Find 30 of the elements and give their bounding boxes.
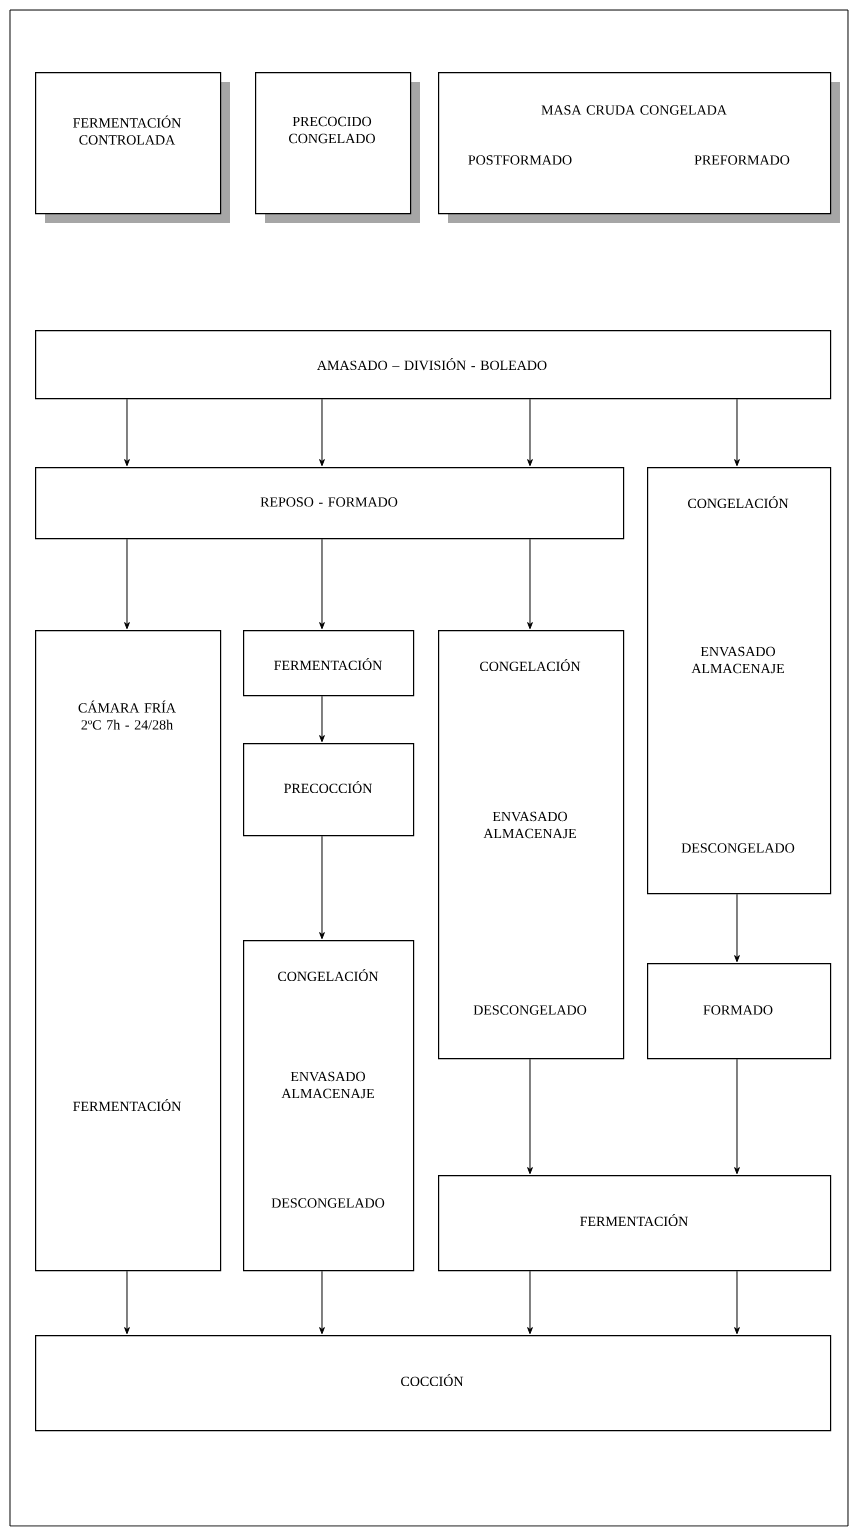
process-box: PRECOCCIÓN	[243, 743, 415, 837]
arrow	[527, 538, 533, 630]
arrow	[319, 1270, 325, 1335]
arrow	[734, 398, 740, 467]
arrow	[734, 893, 740, 963]
process-box: FERMENTACIÓN	[438, 1175, 832, 1272]
arrow	[319, 835, 325, 940]
arrow	[124, 538, 130, 630]
arrow	[527, 398, 533, 467]
process-box: CONGELACIÓN ENVASADO ALMACENAJE DESCONGELADO	[647, 467, 832, 895]
process-box: PRECOCIDO CONGELADO	[255, 72, 420, 223]
process-box: MASA CRUDA CONGELADA POSTFORMADO PREFORMADO	[438, 72, 840, 223]
process-box: CONGELACIÓN ENVASADO ALMACENAJE DESCONGELADO	[438, 630, 625, 1060]
arrow	[734, 1058, 740, 1175]
process-box: FERMENTACIÓN	[243, 630, 415, 697]
process-box: FERMENTACIÓN CONTROLADA	[35, 72, 230, 223]
process-box: CONGELACIÓN ENVASADO ALMACENAJE DESCONGELADO	[243, 940, 415, 1272]
arrow	[319, 538, 325, 630]
process-box: CÁMARA FRÍA 2ºC 7h - 24/28h FERMENTACIÓN	[35, 630, 222, 1272]
process-box: AMASADO – DIVISIÓN - BOLEADO	[35, 330, 832, 400]
arrow	[124, 1270, 130, 1335]
arrow	[319, 398, 325, 467]
arrow	[734, 1270, 740, 1335]
arrow	[124, 398, 130, 467]
arrow	[527, 1058, 533, 1175]
process-box: FORMADO	[647, 963, 832, 1060]
arrow	[527, 1270, 533, 1335]
process-box: REPOSO - FORMADO	[35, 467, 625, 540]
process-box: COCCIÓN	[35, 1335, 832, 1432]
arrow	[319, 695, 325, 743]
